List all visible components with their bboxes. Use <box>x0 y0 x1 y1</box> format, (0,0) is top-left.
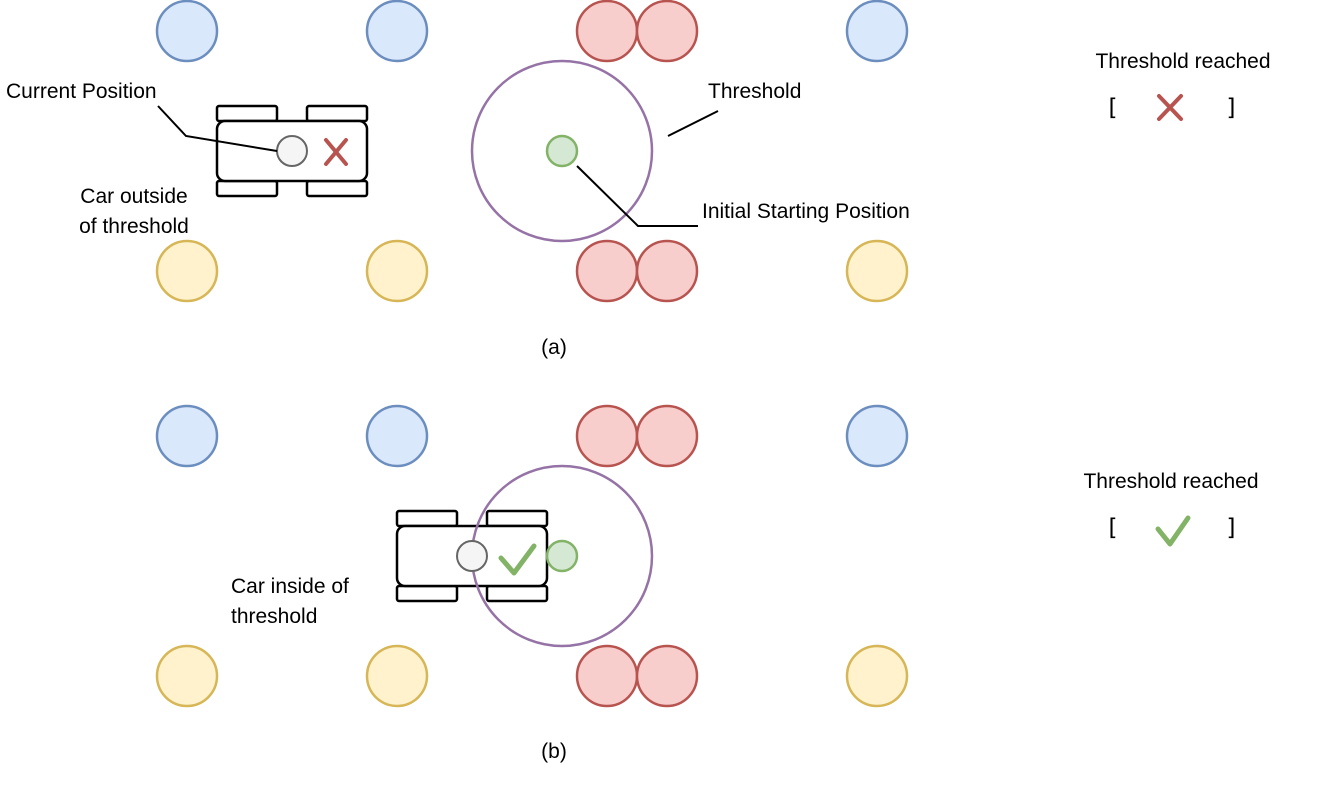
initial-position-leader <box>576 165 698 227</box>
threshold-reached-title: Threshold reached <box>1083 470 1258 493</box>
yellow-marker <box>155 239 219 303</box>
car-status-label: Car outside <box>80 185 187 208</box>
red-marker <box>575 644 639 708</box>
panel-b: Car inside of threshold (b) Threshold re… <box>155 404 1259 763</box>
initial-position-label: Initial Starting Position <box>702 200 910 223</box>
yellow-marker <box>365 239 429 303</box>
status-bracket-open: [ <box>1109 95 1118 121</box>
red-marker <box>635 644 699 708</box>
blue-marker <box>845 0 909 63</box>
red-marker <box>575 0 639 63</box>
car-wheel <box>395 584 459 603</box>
panel-caption: (a) <box>541 336 567 359</box>
current-position-sensor <box>456 540 488 572</box>
blue-marker <box>365 0 429 63</box>
red-marker <box>635 239 699 303</box>
car-wheel <box>215 179 279 198</box>
yellow-marker <box>155 644 219 708</box>
check-icon <box>498 543 537 576</box>
blue-marker <box>155 404 219 468</box>
cross-icon <box>324 138 348 166</box>
status-bracket-close: ] <box>1227 515 1236 541</box>
car-wheel <box>485 509 549 528</box>
yellow-marker <box>365 644 429 708</box>
yellow-marker <box>845 239 909 303</box>
panel-caption: (b) <box>541 740 567 763</box>
red-marker <box>635 404 699 468</box>
car-wheel <box>305 179 369 198</box>
car-status-label: threshold <box>231 605 317 628</box>
initial-position-marker <box>545 134 579 168</box>
current-position-leader <box>157 105 278 152</box>
car-wheel <box>395 509 459 528</box>
threshold-circle <box>470 59 654 243</box>
current-position-sensor <box>276 135 308 167</box>
panel-a: Current Position Threshold Initial Start… <box>6 0 1271 359</box>
status-bracket-close: ] <box>1227 95 1236 121</box>
blue-marker <box>845 404 909 468</box>
current-position-label: Current Position <box>6 80 157 103</box>
check-icon <box>1155 515 1191 547</box>
yellow-marker <box>845 644 909 708</box>
car-status-label: of threshold <box>79 215 189 238</box>
blue-marker <box>365 404 429 468</box>
car-wheel <box>485 584 549 603</box>
threshold-leader <box>667 110 719 137</box>
threshold-reached-title: Threshold reached <box>1095 50 1270 73</box>
car-status-label: Car inside of <box>231 575 349 598</box>
cross-icon <box>1157 94 1183 121</box>
threshold-label: Threshold <box>708 80 801 103</box>
initial-position-marker <box>545 539 579 573</box>
car-wheel <box>305 104 369 123</box>
red-marker <box>575 239 639 303</box>
red-marker <box>635 0 699 63</box>
red-marker <box>575 404 639 468</box>
blue-marker <box>155 0 219 63</box>
status-bracket-open: [ <box>1109 515 1118 541</box>
car-wheel <box>215 104 279 123</box>
